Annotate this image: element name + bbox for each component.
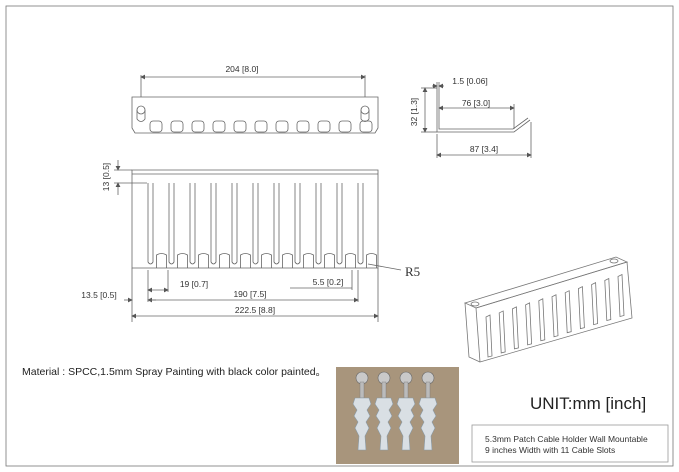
plastic-anchor xyxy=(352,397,372,451)
front-slot-rib xyxy=(156,253,167,268)
plastic-anchor xyxy=(418,397,438,451)
plastic-anchor xyxy=(396,397,416,451)
iso-slot xyxy=(511,306,519,350)
top-slot xyxy=(254,120,268,133)
plastic-anchor xyxy=(374,397,394,451)
description-box xyxy=(471,424,669,463)
top-view xyxy=(131,74,379,134)
front-slot xyxy=(231,183,238,265)
description-line-2: 9 inches Width with 11 Cable Slots xyxy=(485,445,616,455)
flange-label: 76 [3.0] xyxy=(462,98,490,108)
edge-offset-label: 13.5 [0.5] xyxy=(81,290,116,300)
front-slot-rib xyxy=(282,253,293,268)
front-slot xyxy=(294,183,301,265)
top-slot xyxy=(317,120,331,133)
radius-label: R5 xyxy=(405,264,420,279)
front-slot xyxy=(357,183,364,265)
front-slot-rib xyxy=(324,253,335,268)
front-slot-rib xyxy=(240,253,251,268)
screw-shank xyxy=(403,381,409,399)
product-description: 5.3mm Patch Cable Holder Wall Mountable … xyxy=(485,434,648,456)
iso-slot xyxy=(591,281,599,326)
isometric-view xyxy=(463,256,633,363)
front-slot xyxy=(189,183,196,265)
unit-label: UNIT:mm [inch] xyxy=(530,394,647,413)
iso-slot xyxy=(577,286,585,330)
front-slot xyxy=(210,183,217,265)
top-slot xyxy=(338,120,352,133)
iso-slot xyxy=(485,314,493,358)
iso-slot xyxy=(538,298,546,342)
front-slot-rib xyxy=(219,253,230,268)
front-slot-rib xyxy=(303,253,314,268)
slot-span-label: 190 [7.5] xyxy=(233,289,266,299)
iso-slot xyxy=(551,294,559,338)
top-width-label: 204 [8.0] xyxy=(225,64,258,74)
front-slot xyxy=(252,183,259,265)
top-slot xyxy=(275,120,289,133)
front-slot-rib xyxy=(345,253,356,268)
front-slot xyxy=(336,183,343,265)
screw-shank xyxy=(425,381,431,399)
front-slot xyxy=(147,183,154,265)
slot-width-label: 5.5 [0.2] xyxy=(313,277,344,287)
side-view xyxy=(421,82,532,158)
front-slot-rib xyxy=(198,253,209,268)
iso-slot xyxy=(498,310,506,354)
thickness-label: 1.5 [0.06] xyxy=(452,76,487,86)
height-label: 32 [1.3] xyxy=(409,98,419,126)
wall-anchors-photo xyxy=(336,367,459,464)
top-slot xyxy=(212,120,226,133)
top-slot xyxy=(296,120,310,133)
front-slot-rib xyxy=(366,253,377,268)
sheet-border xyxy=(5,5,674,467)
slot-pitch-label: 19 [0.7] xyxy=(180,279,208,289)
iso-slot xyxy=(525,302,533,346)
material-note: Material : SPCC,1.5mm Spray Painting wit… xyxy=(22,366,327,378)
front-slot-rib xyxy=(261,253,272,268)
front-view xyxy=(114,160,402,322)
top-slot xyxy=(359,120,373,133)
top-slot xyxy=(233,120,247,133)
front-slot xyxy=(315,183,322,265)
front-slot-rib xyxy=(177,253,188,268)
top-margin-label: 13 [0.5] xyxy=(101,163,111,191)
iso-slot xyxy=(564,290,572,334)
top-slot xyxy=(149,120,163,133)
front-slot xyxy=(168,183,175,265)
depth-label: 87 [3.4] xyxy=(470,144,498,154)
top-slot xyxy=(170,120,184,133)
front-slot xyxy=(273,183,280,265)
screw-shank xyxy=(359,381,365,399)
iso-slot xyxy=(617,273,625,318)
top-slot xyxy=(191,120,205,133)
overall-width-label: 222.5 [8.8] xyxy=(235,305,275,315)
screw-shank xyxy=(381,381,387,399)
iso-slot xyxy=(604,277,612,322)
description-line-1: 5.3mm Patch Cable Holder Wall Mountable xyxy=(485,434,648,444)
